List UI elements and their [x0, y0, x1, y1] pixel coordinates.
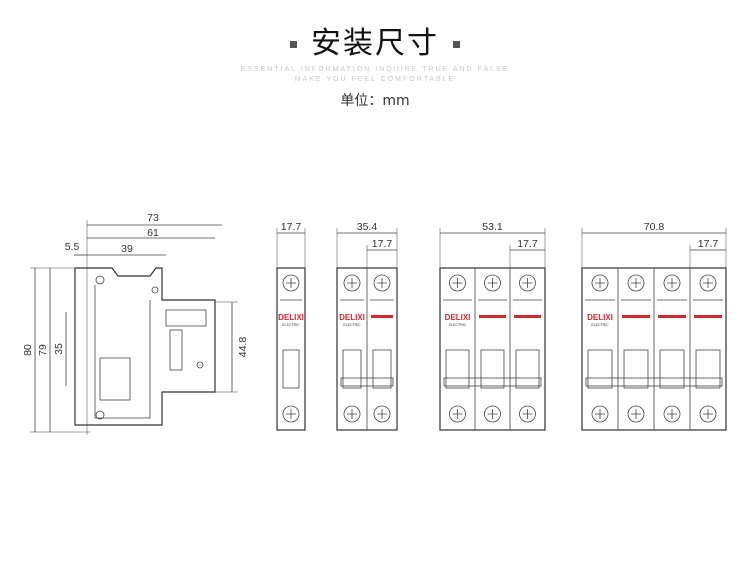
- red-label-strip: [658, 315, 686, 318]
- red-label-strip: [479, 315, 506, 318]
- handle-tie-bar: [340, 377, 394, 387]
- dim-39: 39: [121, 243, 133, 255]
- unit-label: 单位：mm: [340, 93, 410, 109]
- toggle-lever: [695, 349, 721, 389]
- brand-logo: DELIXI: [445, 313, 471, 322]
- terminal-screw-icon: [519, 405, 536, 423]
- toggle-lever: [587, 349, 613, 389]
- title-square-left-icon: [290, 41, 297, 48]
- dim-total-width: 35.4: [357, 221, 378, 233]
- terminal-screw-icon: [627, 405, 645, 423]
- terminal-screw-icon: [373, 274, 391, 292]
- dim-44-8: 44.8: [237, 337, 249, 358]
- subtitle-line-2: MAKE YOU FEEL COMFORTABLE: [294, 76, 456, 83]
- toggle-lever: [480, 349, 505, 389]
- page-title: 安装尺寸: [0, 18, 750, 62]
- handle-tie-bar: [585, 377, 723, 387]
- toggle-lever: [623, 349, 649, 389]
- dim-5-5: 5.5: [65, 241, 80, 253]
- terminal-screw-icon: [373, 405, 391, 423]
- dim-80: 80: [22, 344, 34, 356]
- brand-logo: DELIXI: [278, 313, 304, 322]
- module-body: [439, 267, 546, 431]
- terminal-screw-icon: [519, 274, 536, 292]
- toggle-lever: [372, 349, 392, 389]
- brand-tag: ELECTRIC: [343, 323, 361, 327]
- dim-total-width: 17.7: [281, 221, 302, 233]
- red-label-strip: [371, 315, 393, 318]
- title-text: 安装尺寸: [311, 26, 439, 61]
- terminal-screw-icon: [663, 405, 681, 423]
- terminal-screw-icon: [699, 274, 717, 292]
- dim-pole-width: 17.7: [372, 238, 393, 250]
- side-view: [30, 220, 238, 435]
- toggle-lever: [515, 349, 540, 389]
- dim-total-width: 70.8: [644, 221, 665, 233]
- toggle-lever: [659, 349, 685, 389]
- toggle-lever: [282, 349, 300, 389]
- terminal-screw-icon: [343, 405, 361, 423]
- brand-tag: ELECTRIC: [591, 323, 609, 327]
- handle-tie-bar: [443, 377, 542, 387]
- dim-79: 79: [37, 344, 49, 356]
- toggle-lever: [445, 349, 470, 389]
- terminal-screw-icon: [663, 274, 681, 292]
- subtitle-line-1: ESSENTIAL INFORMATION INQUIRE TRUE AND F…: [240, 66, 510, 73]
- red-label-strip: [514, 315, 541, 318]
- module-body: [276, 267, 306, 431]
- terminal-screw-icon: [591, 274, 609, 292]
- terminal-screw-icon: [484, 274, 501, 292]
- dim-35: 35: [53, 343, 65, 355]
- terminal-screw-icon: [282, 405, 300, 423]
- dim-pole-width: 17.7: [517, 238, 538, 250]
- dim-pole-width: 17.7: [698, 238, 719, 250]
- terminal-screw-icon: [591, 405, 609, 423]
- red-label-strip: [622, 315, 650, 318]
- brand-logo: DELIXI: [587, 313, 613, 322]
- terminal-screw-icon: [484, 405, 501, 423]
- terminal-screw-icon: [343, 274, 361, 292]
- brand-logo: DELIXI: [339, 313, 365, 322]
- terminal-screw-icon: [627, 274, 645, 292]
- front-views: DELIXIELECTRIC17.7DELIXIELECTRIC35.417.7…: [276, 221, 727, 431]
- terminal-screw-icon: [282, 274, 300, 292]
- brand-tag: ELECTRIC: [282, 323, 300, 327]
- terminal-screw-icon: [449, 274, 466, 292]
- toggle-lever: [342, 349, 362, 389]
- terminal-screw-icon: [449, 405, 466, 423]
- brand-tag: ELECTRIC: [449, 323, 467, 327]
- dim-total-width: 53.1: [482, 221, 503, 233]
- terminal-screw-icon: [699, 405, 717, 423]
- red-label-strip: [694, 315, 722, 318]
- title-square-right-icon: [453, 41, 460, 48]
- dim-73: 73: [147, 212, 159, 224]
- dim-61: 61: [147, 227, 159, 239]
